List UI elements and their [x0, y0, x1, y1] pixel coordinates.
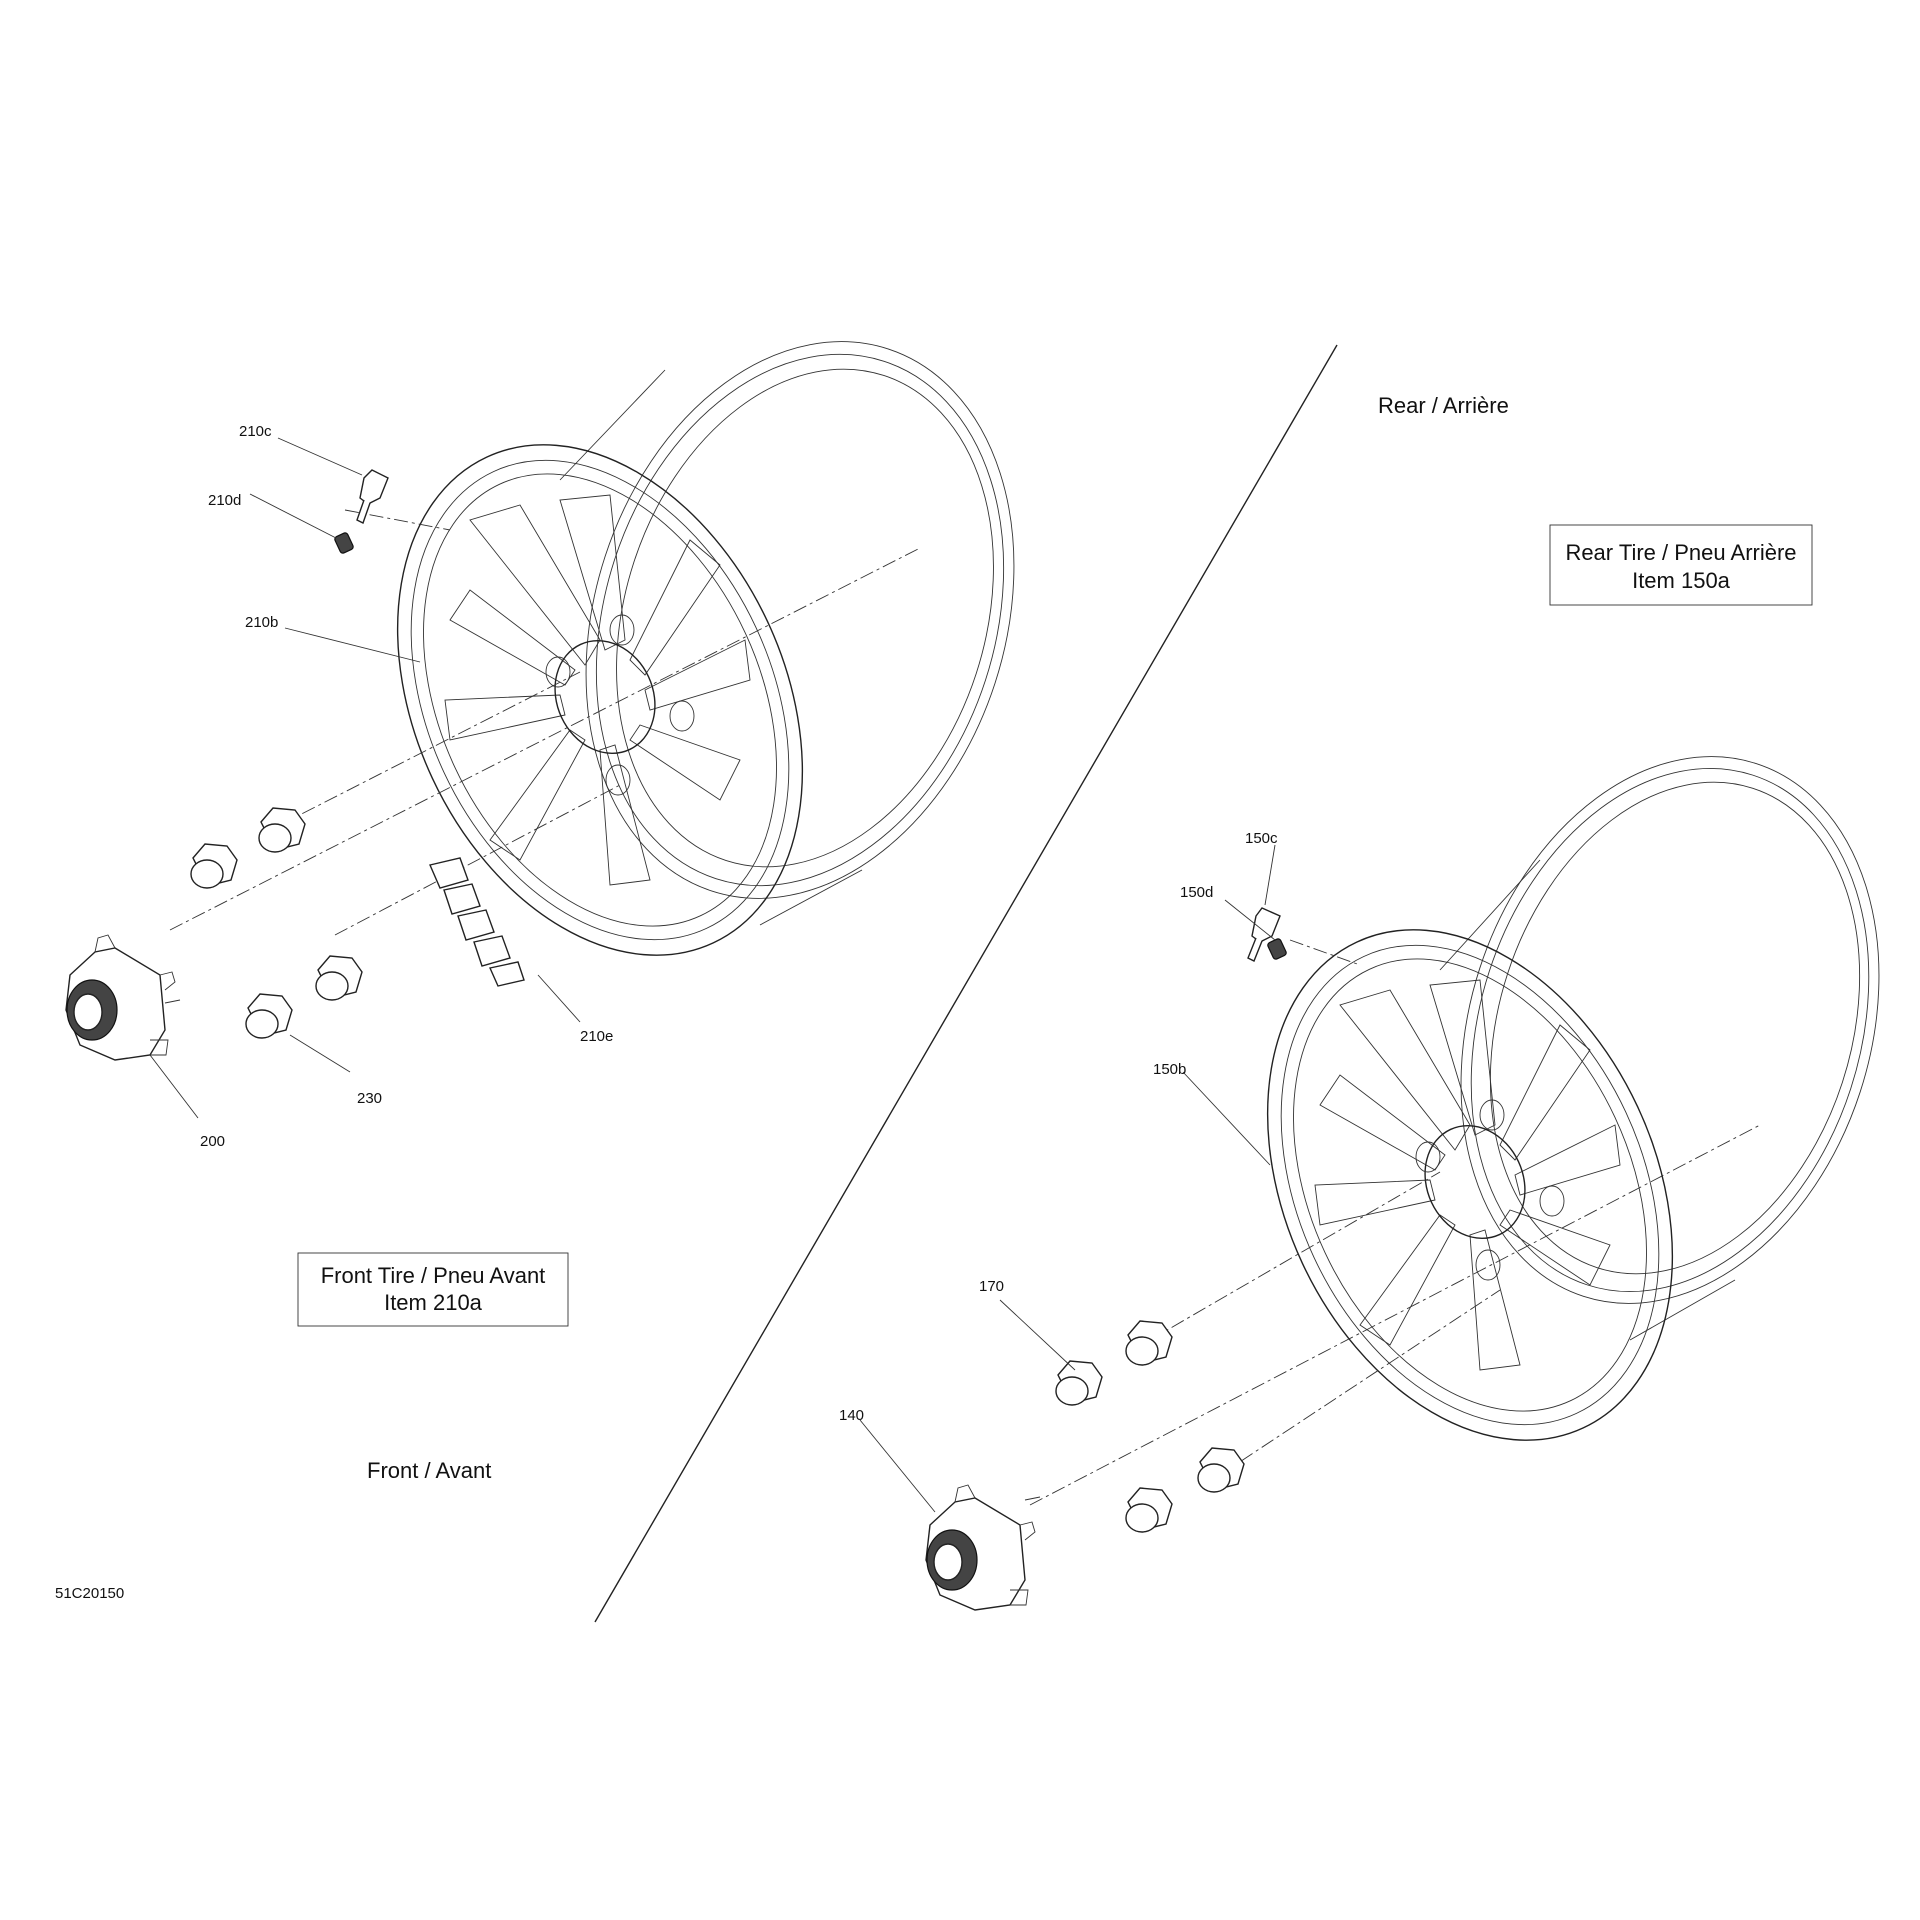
lug-nuts-170 — [1055, 1320, 1245, 1533]
lug-nuts-230 — [190, 807, 363, 1039]
front-wheel-rim — [396, 341, 1015, 956]
callout-210e: 210e — [580, 1028, 613, 1045]
rear-section-label: Rear / Arrière — [1378, 393, 1509, 418]
wheel-hub-140 — [925, 1484, 1041, 1611]
rear-axis-line — [1029, 1124, 1761, 1506]
callout-140: 140 — [839, 1407, 864, 1424]
rear-tire-box-line2: Item 150a — [1632, 568, 1731, 593]
wheel-hub-200 — [65, 934, 181, 1061]
valve-core-210d — [334, 532, 354, 554]
callout-210c: 210c — [239, 423, 272, 440]
front-leader-lines — [149, 437, 581, 1119]
valve-stem-210c — [356, 469, 389, 524]
valve-stem-150c — [1247, 907, 1281, 962]
section-divider-line — [594, 344, 1338, 1623]
front-valve-line — [344, 509, 451, 531]
rear-leader-lines — [859, 844, 1276, 1513]
wheel-weights-210e — [429, 857, 525, 987]
callout-150d: 150d — [1180, 884, 1213, 901]
front-axis-line — [169, 547, 921, 931]
front-stud-line-upper — [279, 671, 581, 826]
callout-210b: 210b — [245, 614, 278, 631]
rear-stud-line-lower — [1219, 1289, 1501, 1476]
rear-wheel-rim — [1266, 756, 1880, 1441]
rear-valve-line — [1289, 939, 1361, 966]
drawing-code: 51C20150 — [55, 1585, 124, 1602]
front-tire-box — [297, 1252, 569, 1327]
callout-200: 200 — [200, 1133, 225, 1150]
front-tire-box-line1: Front Tire / Pneu Avant — [321, 1263, 546, 1288]
callout-210d: 210d — [208, 492, 241, 509]
valve-core-150d — [1267, 938, 1287, 960]
callout-170: 170 — [979, 1278, 1004, 1295]
front-section-label: Front / Avant — [367, 1458, 491, 1483]
rear-tire-box — [1549, 524, 1813, 606]
front-tire-box-line2: Item 210a — [384, 1290, 483, 1315]
rear-stud-line-upper — [1149, 1171, 1441, 1341]
callout-150b: 150b — [1153, 1061, 1186, 1078]
callout-150c: 150c — [1245, 830, 1278, 847]
front-stud-line-lower — [334, 784, 621, 936]
rear-tire-box-line1: Rear Tire / Pneu Arrière — [1565, 540, 1796, 565]
callout-230: 230 — [357, 1090, 382, 1107]
